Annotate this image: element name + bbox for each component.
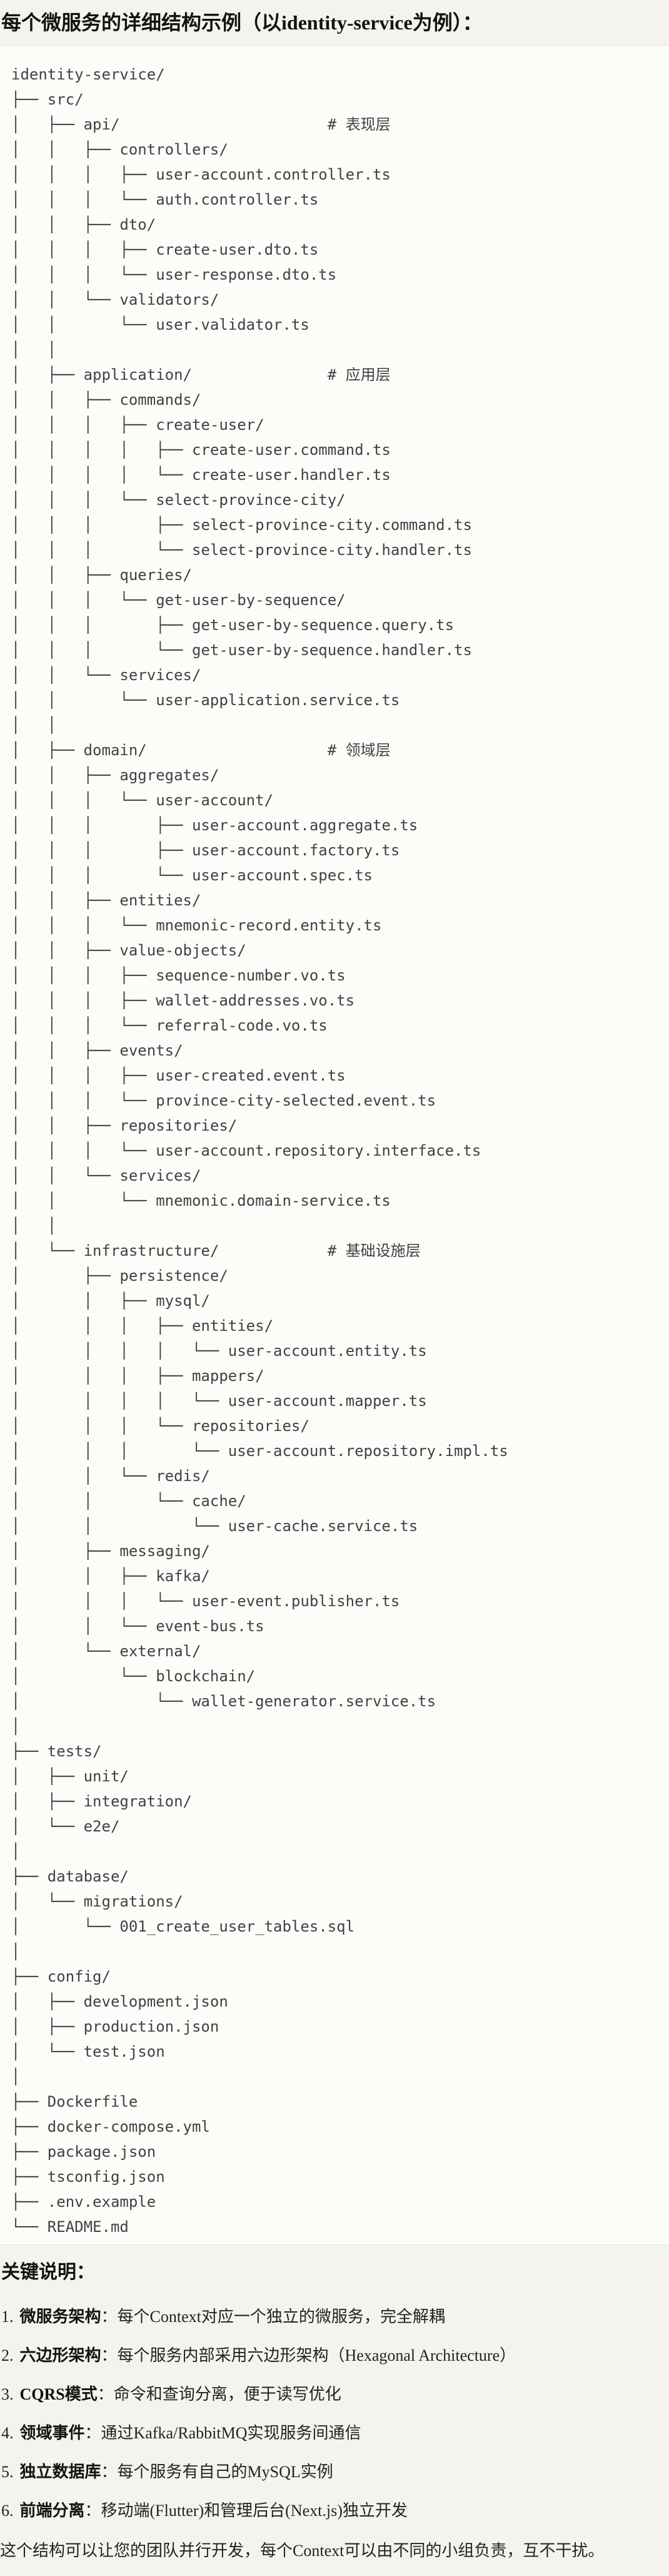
directory-tree: identity-service/ ├── src/ │ ├── api/ # …: [11, 66, 508, 2236]
note-text: ：命令和查询分离，便于读写优化: [97, 2385, 341, 2403]
note-text: ：每个服务内部采用六边形架构（Hexagonal Architecture）: [101, 2346, 516, 2365]
note-number: 6.: [1, 2502, 14, 2520]
note-text: ：通过Kafka/RabbitMQ实现服务间通信: [84, 2424, 361, 2442]
notes-heading: 关键说明：: [1, 2262, 95, 2283]
note-number: 3.: [1, 2385, 14, 2403]
note-text: ：每个服务有自己的MySQL实例: [101, 2463, 333, 2481]
note-label: 前端分离: [19, 2502, 85, 2520]
note-number: 1.: [1, 2308, 14, 2326]
note-item-2: 2. 六边形架构：每个服务内部采用六边形架构（Hexagonal Architec…: [1, 2345, 669, 2366]
page-title: 每个微服务的详细结构示例（以identity-service为例）：: [1, 11, 483, 34]
directory-tree-code-block: identity-service/ ├── src/ │ ├── api/ # …: [0, 45, 669, 2245]
note-label: 领域事件: [19, 2424, 85, 2442]
note-item-6: 6. 前端分离：移动端(Flutter)和管理后台(Next.js)独立开发: [1, 2500, 669, 2522]
note-text: ：每个Context对应一个独立的微服务，完全解耦: [101, 2308, 445, 2326]
note-label: 六边形架构: [19, 2346, 101, 2365]
note-number: 2.: [1, 2346, 14, 2365]
note-number: 5.: [1, 2463, 14, 2481]
note-label: CQRS模式: [19, 2385, 98, 2403]
closing-paragraph: 这个结构可以让您的团队并行开发，每个Context可以由不同的小组负责，互不干扰…: [0, 2542, 605, 2560]
note-label: 微服务架构: [19, 2308, 101, 2326]
note-label: 独立数据库: [19, 2463, 101, 2481]
note-number: 4.: [1, 2424, 14, 2442]
note-item-3: 3. CQRS模式：命令和查询分离，便于读写优化: [1, 2384, 669, 2405]
note-text: ：移动端(Flutter)和管理后台(Next.js)独立开发: [84, 2502, 408, 2520]
note-item-5: 5. 独立数据库：每个服务有自己的MySQL实例: [1, 2461, 669, 2483]
note-item-1: 1. 微服务架构：每个Context对应一个独立的微服务，完全解耦: [1, 2306, 669, 2328]
note-item-4: 4. 领域事件：通过Kafka/RabbitMQ实现服务间通信: [1, 2423, 669, 2444]
